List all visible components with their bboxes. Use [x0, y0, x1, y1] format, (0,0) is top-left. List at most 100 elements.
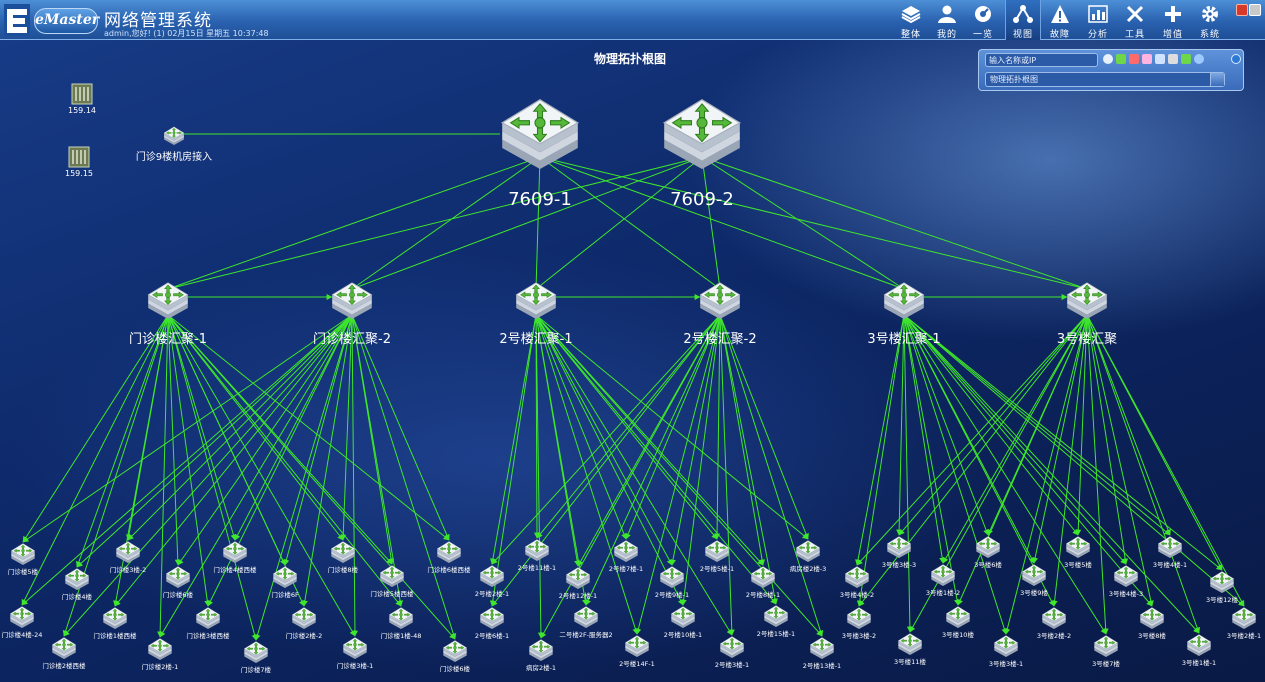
- access-switch[interactable]: 病房楼2楼-3: [790, 540, 827, 573]
- network-link[interactable]: [76, 314, 353, 568]
- network-link[interactable]: [167, 314, 402, 607]
- network-link[interactable]: [896, 314, 905, 536]
- access-switch[interactable]: 门诊楼2楼西楼: [42, 637, 86, 670]
- network-link[interactable]: [719, 314, 766, 566]
- network-link[interactable]: [535, 314, 733, 636]
- network-link[interactable]: [63, 314, 353, 637]
- network-link[interactable]: [903, 314, 1153, 607]
- access-switch[interactable]: 门诊楼8楼: [328, 541, 359, 574]
- close-icon[interactable]: [1231, 54, 1241, 64]
- network-link[interactable]: [903, 314, 1200, 634]
- access-switch[interactable]: 2号楼8楼-1: [746, 566, 780, 599]
- network-link[interactable]: [856, 314, 905, 607]
- nav-tools[interactable]: 工具: [1118, 0, 1152, 40]
- access-switch[interactable]: 3号楼6楼: [974, 536, 1002, 569]
- access-switch[interactable]: 门诊楼1楼-48: [381, 607, 422, 640]
- network-link[interactable]: [491, 314, 721, 607]
- access-switch[interactable]: 3号楼12楼: [1206, 571, 1238, 604]
- search-input[interactable]: [985, 53, 1098, 67]
- network-link[interactable]: [535, 314, 684, 606]
- network-link[interactable]: [903, 314, 1245, 607]
- access-switch[interactable]: 门诊楼6楼西楼: [427, 541, 471, 574]
- access-switch[interactable]: 门诊楼4楼-24: [2, 606, 43, 639]
- network-link[interactable]: [533, 156, 541, 290]
- core-switch[interactable]: 7609-2: [663, 99, 741, 210]
- network-link[interactable]: [535, 314, 673, 566]
- network-link[interactable]: [489, 314, 537, 607]
- network-link[interactable]: [1075, 314, 1088, 536]
- access-switch[interactable]: 2号楼5楼-1: [700, 540, 734, 573]
- access-switch[interactable]: 2号楼7楼-1: [609, 540, 643, 573]
- network-link[interactable]: [1086, 314, 1154, 607]
- network-link[interactable]: [535, 314, 718, 540]
- network-link[interactable]: [113, 314, 169, 607]
- access-switch[interactable]: 二号楼2F-服务器2: [559, 606, 613, 639]
- access-switch[interactable]: 3号楼9楼: [1020, 564, 1048, 597]
- access-switch[interactable]: 门诊楼3楼西楼: [186, 607, 230, 640]
- access-switch[interactable]: 门诊楼3楼-1: [337, 637, 374, 670]
- network-link[interactable]: [1086, 314, 1171, 536]
- access-switch[interactable]: 门诊楼6F: [271, 566, 299, 599]
- network-link[interactable]: [903, 314, 960, 606]
- nav-plus[interactable]: 增值: [1156, 0, 1190, 40]
- access-switch[interactable]: 门诊楼4楼西楼: [213, 541, 257, 574]
- network-link[interactable]: [1086, 314, 1129, 565]
- network-link[interactable]: [1086, 314, 1201, 634]
- network-link[interactable]: [1004, 314, 1088, 635]
- nav-user[interactable]: 我的: [930, 0, 964, 40]
- network-link[interactable]: [1086, 314, 1245, 607]
- access-switch[interactable]: 3号楼4楼-1: [1153, 536, 1187, 569]
- network-link[interactable]: [957, 314, 1088, 606]
- search-icon[interactable]: [1103, 54, 1113, 64]
- network-link[interactable]: [535, 314, 809, 540]
- access-switch[interactable]: 门诊楼7楼: [241, 641, 272, 674]
- server-node[interactable]: 159.15: [59, 145, 99, 178]
- access-switch[interactable]: 3号楼4楼-2: [840, 566, 874, 599]
- network-link[interactable]: [539, 156, 721, 290]
- access-switch[interactable]: 3号楼5楼: [1064, 536, 1092, 569]
- network-link[interactable]: [21, 314, 353, 606]
- nav-chart[interactable]: 分析: [1081, 0, 1115, 40]
- access-switch[interactable]: 2号楼12楼-1: [559, 567, 597, 600]
- core-switch[interactable]: 7609-1: [501, 99, 579, 210]
- network-link[interactable]: [903, 314, 1079, 536]
- network-link[interactable]: [714, 314, 721, 540]
- network-link[interactable]: [719, 314, 824, 637]
- layout-icon[interactable]: [1142, 54, 1152, 64]
- network-link[interactable]: [535, 314, 823, 637]
- network-link[interactable]: [351, 314, 358, 637]
- network-link[interactable]: [167, 314, 450, 541]
- network-link[interactable]: [701, 156, 1088, 291]
- nav-gear[interactable]: 系统: [1193, 0, 1227, 40]
- network-link[interactable]: [167, 314, 344, 541]
- nav-warning[interactable]: 故障: [1043, 0, 1077, 40]
- network-link[interactable]: [903, 314, 1171, 536]
- network-link[interactable]: [167, 314, 211, 607]
- access-switch[interactable]: 2号楼6楼-1: [475, 607, 509, 640]
- network-link[interactable]: [1086, 314, 1109, 635]
- network-link[interactable]: [903, 314, 989, 536]
- network-link[interactable]: [670, 314, 721, 566]
- network-link[interactable]: [903, 314, 1127, 565]
- network-link[interactable]: [351, 314, 457, 640]
- view-select[interactable]: 物理拓扑根图: [985, 72, 1225, 87]
- network-link[interactable]: [167, 314, 181, 566]
- network-link[interactable]: [301, 314, 353, 607]
- network-link[interactable]: [701, 156, 723, 290]
- network-link[interactable]: [719, 314, 735, 636]
- access-switch[interactable]: 病房2楼-1: [526, 639, 556, 672]
- nav-topology[interactable]: 视图: [1005, 0, 1041, 40]
- network-link[interactable]: [351, 156, 703, 290]
- network-link[interactable]: [856, 314, 1088, 566]
- aggregation-switch[interactable]: 2号楼汇聚-2: [683, 282, 757, 347]
- access-switch[interactable]: 门诊楼3楼-2: [110, 541, 147, 574]
- network-link[interactable]: [719, 314, 778, 605]
- server-node[interactable]: 159.14: [62, 82, 102, 115]
- aggregation-switch[interactable]: 门诊楼汇聚-1: [129, 282, 207, 347]
- network-link[interactable]: [167, 314, 237, 541]
- exit-button[interactable]: [1249, 4, 1261, 16]
- network-link[interactable]: [855, 314, 905, 566]
- save-icon[interactable]: [1129, 54, 1139, 64]
